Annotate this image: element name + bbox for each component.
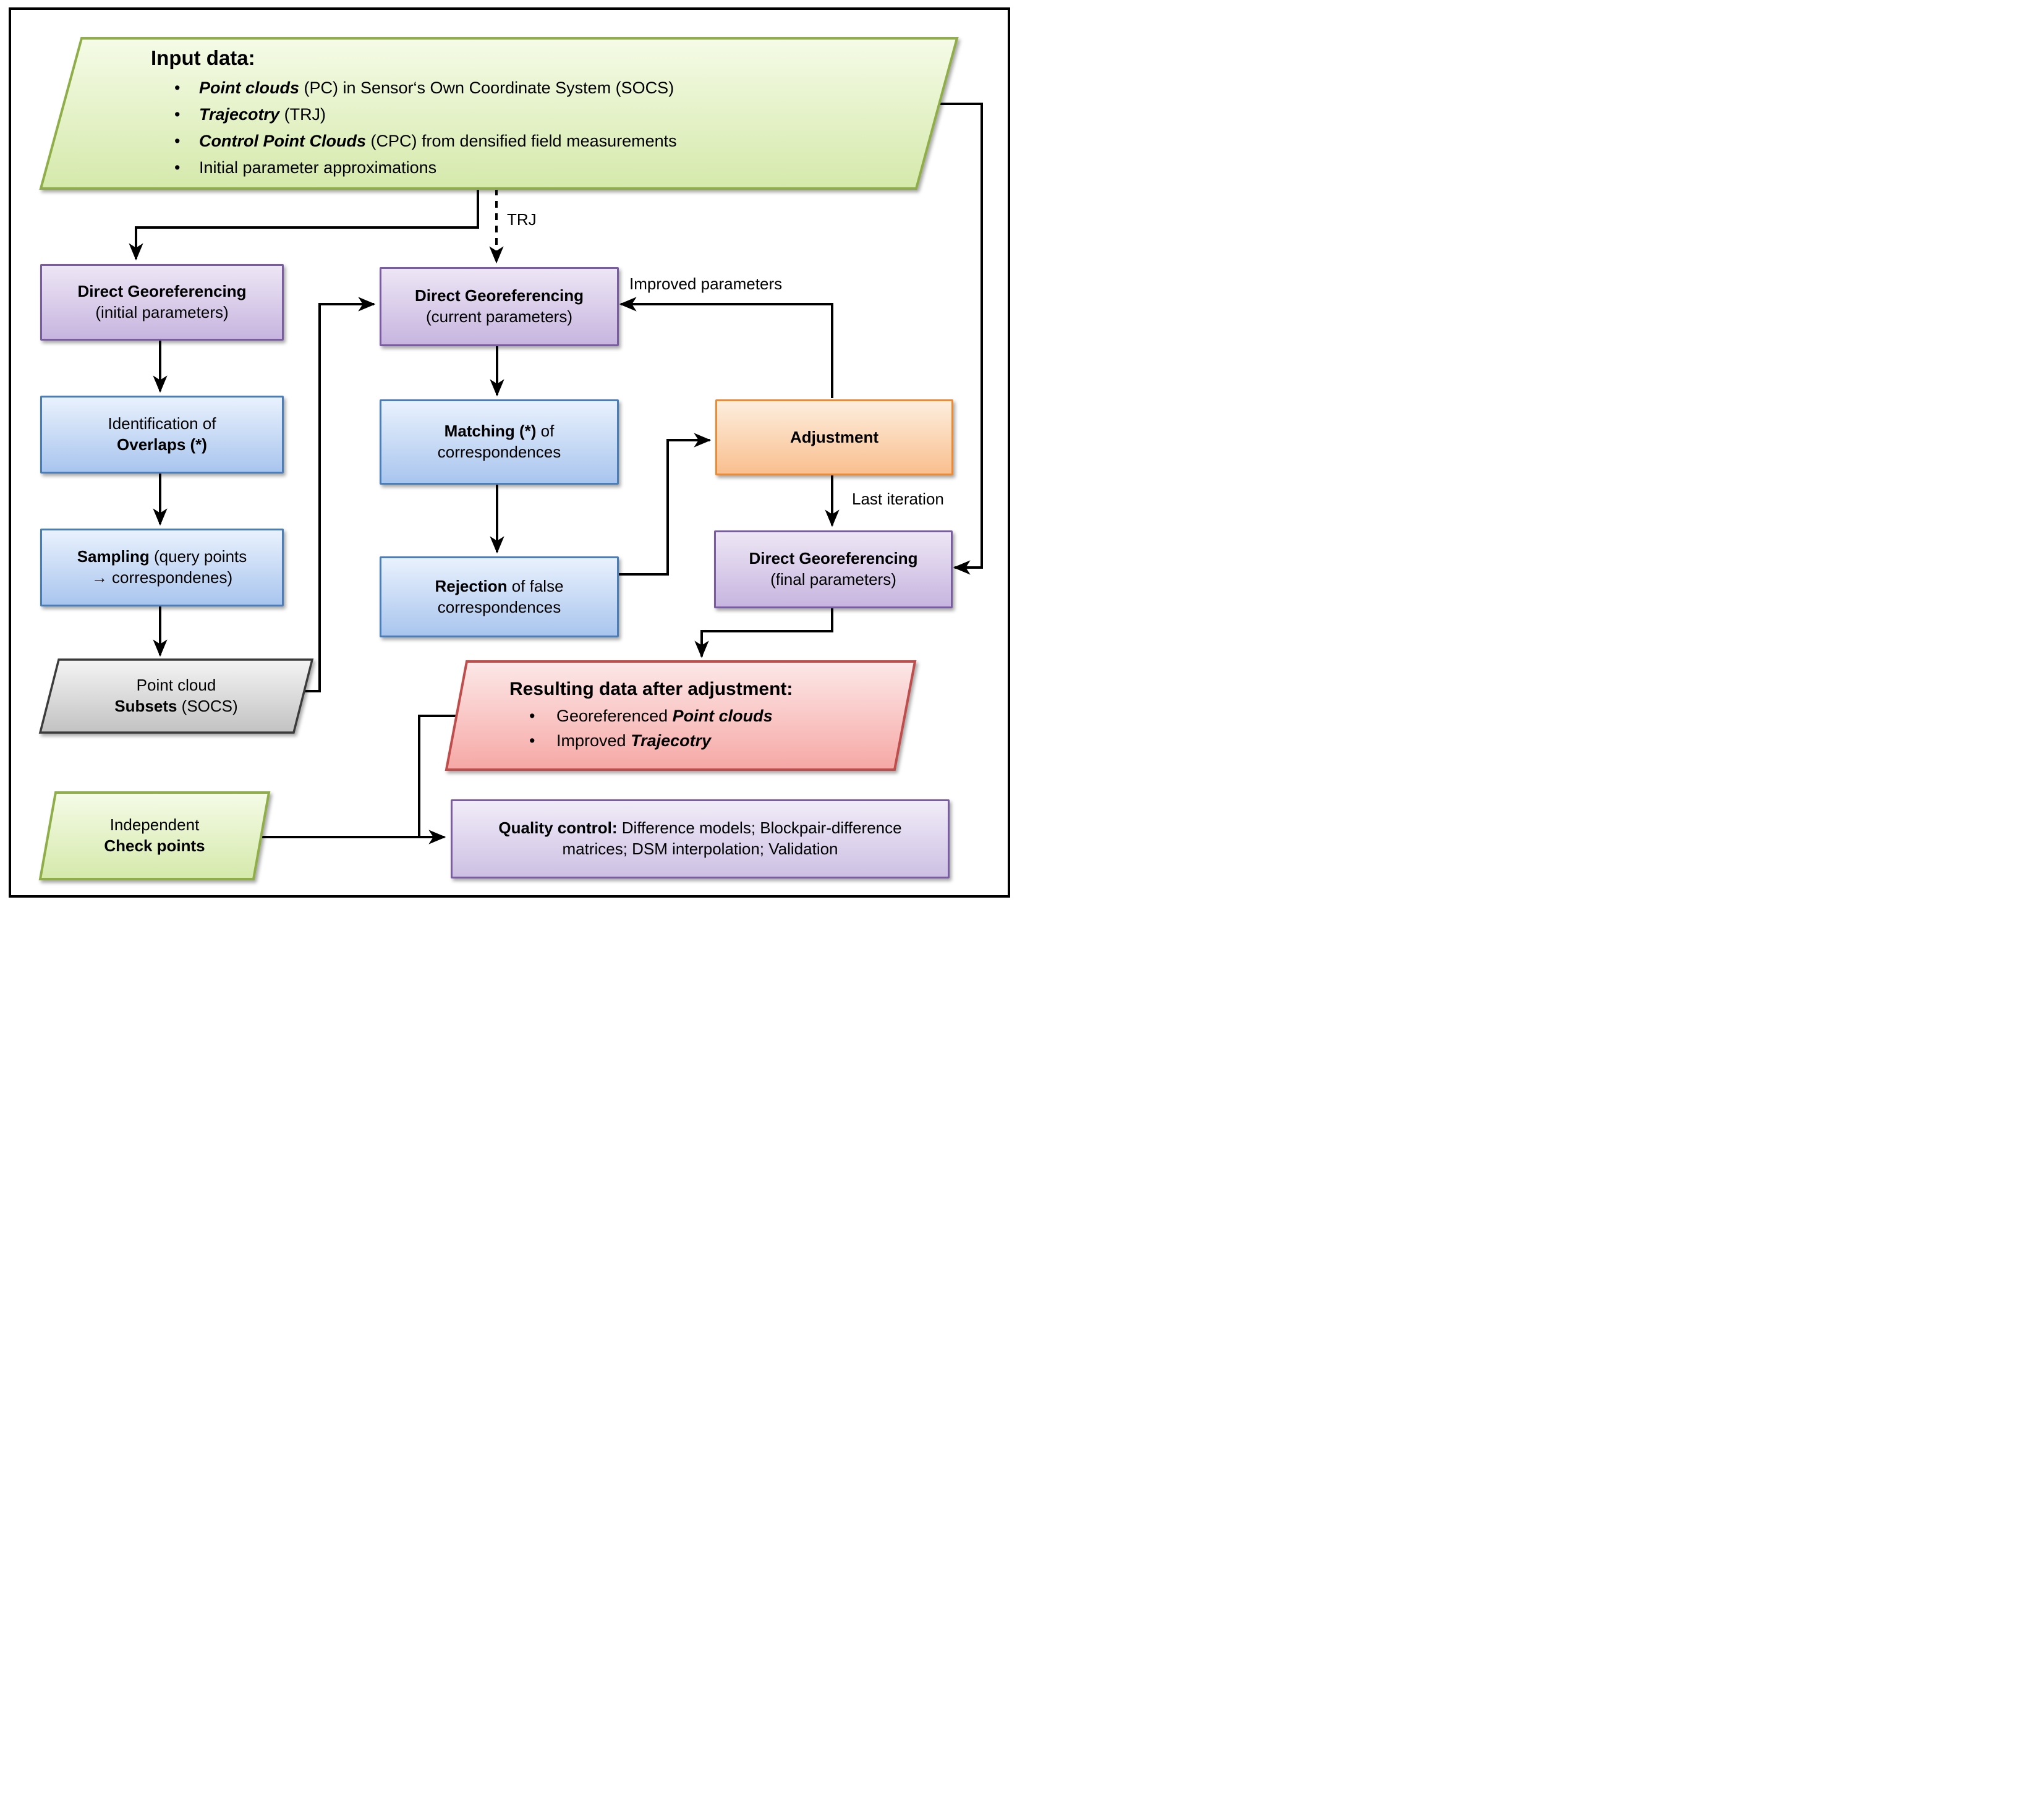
bullet-marker: • — [174, 104, 181, 124]
node-matching: Matching (*) of correspondences — [380, 399, 619, 485]
input-data-shape — [39, 37, 959, 190]
node-point-cloud-subsets: Point cloud Subsets (SOCS) — [114, 676, 238, 715]
bullet-marker: • — [529, 731, 535, 750]
input-data-block: Input data: • Point clouds (PC) in Senso… — [41, 38, 956, 189]
arrow-input-to-dg-final — [939, 103, 983, 575]
arrow-input-to-dg-initial — [129, 189, 479, 261]
input-bullet-trajectory: • Trajecotry (TRJ) — [174, 101, 956, 128]
point-cloud-subsets-shape — [38, 658, 314, 734]
label-last-iteration: Last iteration — [852, 490, 944, 508]
connector-layer — [38, 37, 983, 880]
bullet-marker: • — [174, 131, 181, 150]
arrow-rejection-to-adjustment — [615, 433, 712, 576]
line-resulting-to-quality-junction — [418, 715, 461, 837]
label-trj: TRJ — [507, 210, 537, 229]
bullet-marker: • — [174, 158, 181, 177]
node-identification-overlaps: Identification of Overlaps (*) — [40, 396, 284, 474]
bullet-marker: • — [529, 706, 535, 725]
resulting-data-heading: Resulting data after adjustment: — [509, 678, 793, 699]
node-resulting-data: Resulting data after adjustment: • Geore… — [470, 661, 903, 770]
flowchart-canvas: Input data: • Point clouds (PC) in Senso… — [0, 0, 1021, 910]
arrow-dg-final-to-resulting — [694, 606, 833, 658]
node-direct-georeferencing-initial: Direct Georeferencing (initial parameter… — [40, 264, 284, 341]
node-adjustment: Adjustment — [715, 399, 953, 475]
node-rejection: Rejection of false correspondences — [380, 556, 619, 637]
node-direct-georeferencing-current: Direct Georeferencing (current parameter… — [380, 267, 619, 346]
input-bullet-control-point-clouds: • Control Point Clouds (CPC) from densif… — [174, 128, 956, 155]
node-direct-georeferencing-final: Direct Georeferencing (final parameters) — [714, 530, 953, 608]
input-bullet-initial-parameters: • Initial parameter approximations — [174, 155, 956, 181]
label-improved-parameters: Improved parameters — [629, 274, 783, 293]
arrow-subsets-to-dg-current — [304, 297, 376, 692]
check-points-shape — [38, 791, 271, 880]
arrow-adjustment-feedback-to-dg-current — [619, 297, 833, 398]
input-bullet-point-clouds: • Point clouds (PC) in Sensor‘s Own Coor… — [174, 75, 956, 101]
figure-border — [9, 7, 1010, 898]
node-sampling: Sampling (query points → correspondenes) — [40, 529, 284, 606]
resulting-bullet-georeferenced: • Georeferenced Point clouds — [529, 704, 903, 728]
node-quality-control: Quality control: Difference models; Bloc… — [451, 799, 950, 878]
resulting-data-shape — [445, 660, 917, 771]
input-data-heading: Input data: — [151, 46, 255, 69]
resulting-bullet-improved: • Improved Trajecotry — [529, 728, 903, 753]
node-independent-check-points: Independent Check points — [104, 815, 205, 855]
bullet-marker: • — [174, 78, 181, 97]
